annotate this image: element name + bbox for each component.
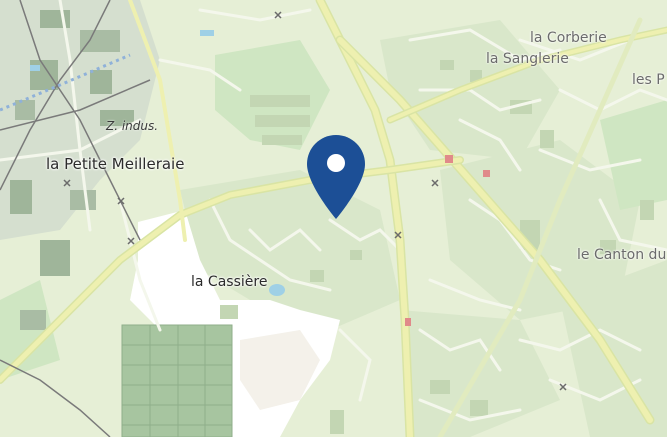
- place-label-la-cassiere: la Cassière: [191, 274, 268, 290]
- place-label-la-petite-meilleraie: la Petite Meilleraie: [46, 155, 185, 173]
- place-label-la-sanglerie: la Sanglerie: [486, 51, 569, 67]
- map-pin-shape: [307, 135, 365, 219]
- crossing-marks: [63, 11, 567, 391]
- poi-marks: [405, 155, 490, 326]
- map-pin-hole: [327, 154, 345, 172]
- open-field-2: [240, 330, 320, 410]
- place-label-la-corberie: la Corberie: [530, 30, 607, 46]
- greenhouses: [121, 324, 233, 437]
- place-label-z-indus: Z. indus.: [106, 119, 159, 133]
- residential-areas: [180, 20, 667, 437]
- minor-roads: [0, 0, 667, 422]
- map-pin-icon[interactable]: [305, 133, 367, 221]
- water: [30, 30, 285, 296]
- railway-dashes: [0, 53, 131, 112]
- place-label-le-canton-du: le Canton du: [577, 247, 667, 263]
- buildings: [220, 60, 654, 434]
- place-label-les-p: les P: [632, 72, 665, 88]
